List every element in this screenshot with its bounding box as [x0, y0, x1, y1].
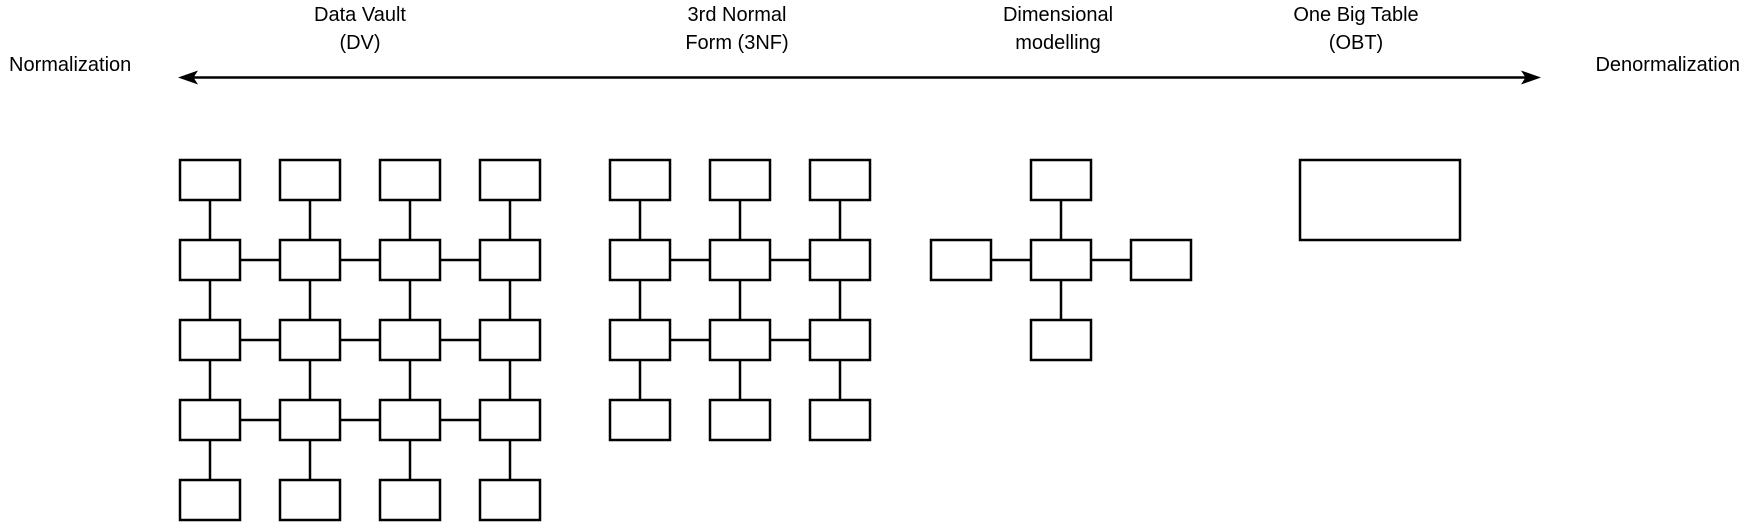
dimensional-modelling-diagram — [929, 158, 1193, 362]
arrow-head-right — [1521, 70, 1541, 85]
table-box — [608, 158, 672, 202]
table-box — [1029, 318, 1093, 362]
table-box — [178, 478, 242, 522]
denormalization-label: Denormalization — [1595, 54, 1740, 76]
spectrum-arrow — [178, 70, 1541, 85]
table-box — [178, 318, 242, 362]
group-label-line: (DV) — [339, 32, 381, 54]
table-box — [808, 238, 872, 282]
table-box — [278, 318, 342, 362]
group-label-line: Data Vault — [314, 4, 406, 26]
table-box — [278, 478, 342, 522]
table-box — [178, 238, 242, 282]
table-box — [378, 398, 442, 442]
table-box — [478, 238, 542, 282]
group-label-line: One Big Table — [1293, 4, 1419, 26]
table-box — [708, 238, 772, 282]
dimensional-modelling-label: Dimensional modelling — [1003, 1, 1113, 57]
table-box — [378, 238, 442, 282]
table-box — [1029, 158, 1093, 202]
table-box — [478, 398, 542, 442]
table-box — [478, 158, 542, 202]
table-box — [478, 478, 542, 522]
group-label-line: (OBT) — [1328, 32, 1384, 54]
table-box — [278, 158, 342, 202]
table-box — [178, 158, 242, 202]
table-box — [708, 318, 772, 362]
table-box — [378, 478, 442, 522]
table-box — [708, 398, 772, 442]
table-box — [378, 318, 442, 362]
group-label-line: Dimensional — [1002, 4, 1114, 26]
normalization-label: Normalization — [9, 54, 132, 76]
arrow-head-left — [178, 70, 198, 85]
table-box — [808, 158, 872, 202]
one-big-table-label: One Big Table (OBT) — [1293, 1, 1418, 57]
table-box — [1029, 238, 1093, 282]
group-label-line: modelling — [1015, 32, 1101, 54]
table-box — [278, 398, 342, 442]
table-box — [1298, 158, 1462, 242]
table-box — [1129, 238, 1193, 282]
table-box — [608, 318, 672, 362]
group-label-line: 3rd Normal — [687, 4, 787, 26]
table-box — [478, 318, 542, 362]
third-normal-form-label: 3rd Normal Form (3NF) — [685, 1, 788, 57]
table-box — [278, 238, 342, 282]
table-box — [929, 238, 993, 282]
third-normal-form-diagram — [608, 158, 872, 442]
table-box — [708, 158, 772, 202]
data-vault-diagram — [178, 158, 542, 522]
data-vault-label: Data Vault (DV) — [314, 1, 406, 57]
table-box — [808, 318, 872, 362]
group-label-line: Form (3NF) — [685, 32, 789, 54]
one-big-table-diagram — [1298, 158, 1462, 242]
table-box — [808, 398, 872, 442]
table-box — [608, 398, 672, 442]
table-box — [178, 398, 242, 442]
table-box — [608, 238, 672, 282]
table-box — [378, 158, 442, 202]
